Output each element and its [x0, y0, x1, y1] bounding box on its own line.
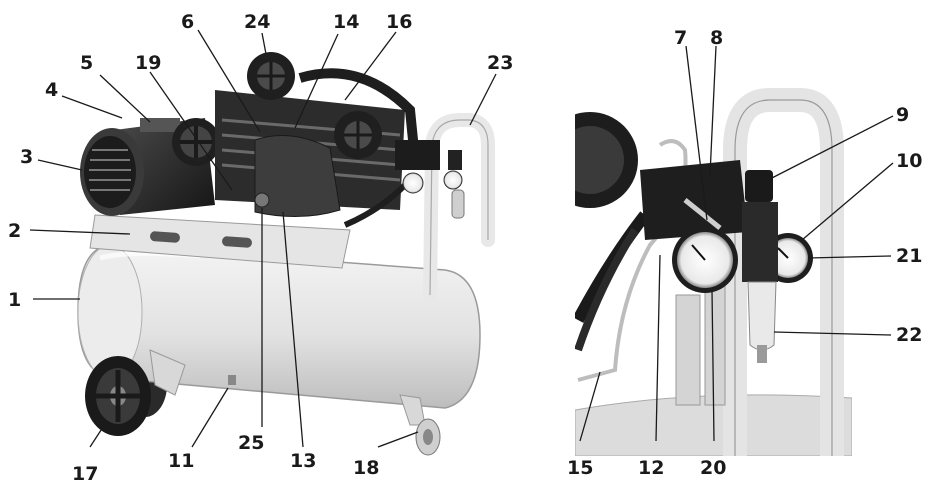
compressor-pump	[215, 52, 420, 228]
wheel-front	[85, 356, 151, 436]
callout-16: 16	[386, 11, 412, 33]
pressure-switch-block	[395, 140, 465, 219]
callout-9: 9	[896, 104, 909, 126]
callout-22: 22	[896, 324, 922, 346]
callout-20: 20	[700, 457, 726, 479]
callout-10: 10	[896, 150, 922, 172]
callout-2: 2	[8, 220, 21, 242]
callout-11: 11	[168, 450, 194, 472]
callout-13: 13	[290, 450, 316, 472]
callout-4: 4	[45, 79, 58, 101]
leader-lines	[29, 29, 894, 448]
callout-5: 5	[80, 52, 93, 74]
callout-7: 7	[674, 27, 687, 49]
callout-24: 24	[244, 11, 270, 33]
callout-12: 12	[638, 457, 664, 479]
callout-14: 14	[333, 11, 359, 33]
callout-3: 3	[20, 146, 33, 168]
callout-25: 25	[238, 432, 264, 454]
closeup-photo	[575, 88, 852, 456]
callout-8: 8	[710, 27, 723, 49]
tank-legs	[149, 349, 426, 426]
handle	[423, 113, 495, 302]
compressor-photo	[77, 52, 495, 456]
callout-15: 15	[567, 457, 593, 479]
callout-18: 18	[353, 457, 379, 479]
drain-valve	[228, 375, 236, 385]
caster-wheel	[415, 418, 441, 456]
callout-21: 21	[896, 245, 922, 267]
callout-1: 1	[8, 289, 21, 311]
flywheel	[172, 118, 220, 166]
callout-19: 19	[135, 52, 161, 74]
callout-23: 23	[487, 52, 513, 74]
callout-17: 17	[72, 463, 98, 485]
callout-6: 6	[181, 11, 194, 33]
callout-labels: 1 2 3 4 5 6 11 13 14 16 17 18 19 23 24 2…	[8, 11, 922, 485]
